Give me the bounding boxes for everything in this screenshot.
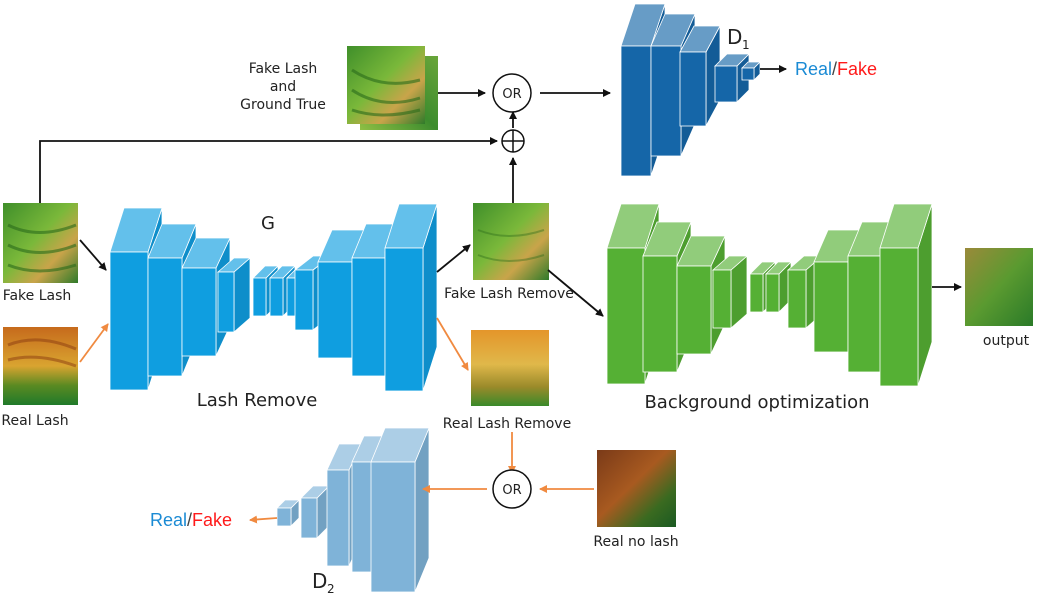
output-image — [965, 248, 1033, 326]
fake-lash-label: Fake Lash — [3, 288, 72, 304]
arrow-fakeremove-to-bg — [547, 269, 604, 317]
background-optimization-network — [606, 203, 933, 387]
fake-text: Fake — [837, 59, 877, 79]
circled-plus-icon — [501, 129, 525, 153]
fake-lash-gt-image-stack — [347, 46, 438, 130]
layer-block — [711, 255, 749, 329]
layer-block — [300, 485, 330, 539]
black-arrows — [39, 65, 962, 317]
or-node-top: OR — [492, 73, 532, 113]
output-label: output — [983, 333, 1030, 349]
d1-label: D 1 — [727, 25, 750, 52]
slash-text: / — [832, 59, 837, 79]
or-circle-icon — [492, 469, 532, 509]
fake-lash-image — [3, 203, 78, 283]
real-text: Real — [150, 510, 187, 530]
layer-block — [650, 13, 696, 157]
generator-network — [109, 203, 438, 392]
discriminator-2-network — [276, 427, 430, 593]
real-text: Real — [795, 59, 832, 79]
fake-lash-remove-label: Fake Lash Remove — [444, 286, 574, 302]
generator-label: G — [261, 213, 275, 234]
fake-lash-gt-label-line2: and — [270, 79, 296, 95]
or-bottom-label: OR — [502, 483, 521, 498]
discriminator-1-network — [620, 3, 761, 177]
lash-remove-label: Lash Remove — [197, 390, 318, 411]
d2-subscript: 2 — [327, 582, 335, 596]
d1-subscript: 1 — [742, 38, 750, 52]
d2-result-label: Real/Fake — [150, 510, 232, 530]
layer-block — [879, 203, 933, 387]
arrow-d2-to-result — [249, 515, 278, 524]
real-no-lash-label: Real no lash — [593, 534, 678, 550]
real-lash-remove-label: Real Lash Remove — [443, 416, 571, 432]
or-circle-icon — [492, 73, 532, 113]
d2-main: D — [312, 569, 327, 593]
layer-block — [370, 427, 430, 593]
d1-result-label: Real/Fake — [795, 59, 877, 79]
arrow-g-to-realremove — [436, 317, 469, 371]
arrow-g-to-fakeremove — [436, 244, 471, 273]
layer-block — [741, 61, 761, 81]
fake-lash-gt-label-line1: Fake Lash — [249, 61, 318, 77]
fake-lash-gt-label-line3: Ground True — [240, 97, 326, 113]
real-no-lash-image — [597, 450, 676, 527]
arrow-fakelash-skip-to-plus — [39, 137, 498, 203]
background-optimization-label: Background optimization — [644, 392, 869, 413]
fake-lash-remove-image — [473, 203, 549, 280]
or-top-label: OR — [502, 87, 521, 102]
d2-label: D 2 — [312, 569, 335, 596]
orange-arrows — [79, 317, 594, 524]
d1-main: D — [727, 25, 742, 49]
real-lash-image — [3, 327, 78, 405]
layer-block — [216, 257, 252, 333]
slash-text: / — [187, 510, 192, 530]
fake-text: Fake — [192, 510, 232, 530]
real-lash-remove-image — [471, 330, 549, 406]
arrow-fakelash-to-g — [79, 239, 107, 271]
layer-block — [679, 25, 721, 127]
layer-block — [276, 499, 300, 527]
or-node-bottom: OR — [492, 469, 532, 509]
arrow-reallash-to-g — [79, 323, 109, 363]
real-lash-label: Real Lash — [1, 413, 68, 429]
layer-block — [384, 203, 438, 392]
